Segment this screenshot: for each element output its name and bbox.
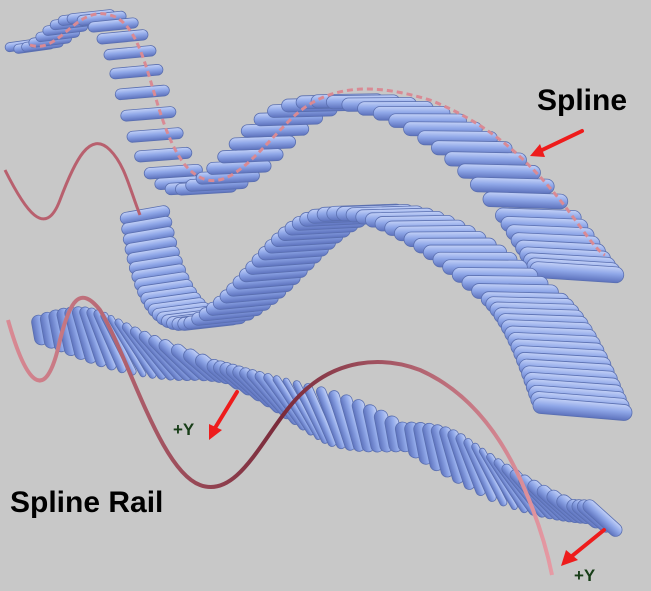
bottom-ribbon: [31, 306, 623, 537]
ribbon-capsule: [120, 106, 177, 122]
ribbon-capsule: [482, 191, 569, 210]
top-spline-curve: [29, 12, 606, 257]
spline-arrow: [530, 129, 584, 157]
ribbon-capsule: [109, 64, 164, 80]
ribbon-capsule: [532, 397, 633, 421]
middle-ribbon: [119, 203, 633, 421]
spline-rail-curve: [6, 295, 554, 576]
ribbon-capsule: [114, 84, 170, 101]
ribbon-capsule: [126, 127, 184, 143]
ribbon-capsule: [87, 17, 139, 33]
ribbon-capsule: [96, 29, 149, 45]
plus-y-label-1: +Y: [173, 420, 195, 439]
ribbon-capsule: [217, 148, 284, 164]
spline-label: Spline: [537, 84, 628, 117]
ribbon-capsule: [582, 499, 623, 537]
plus-y-arrow-1: [209, 390, 239, 440]
plus-y-arrow-2: [561, 528, 606, 566]
ribbon-capsule: [134, 146, 193, 163]
plus-y-label-2: +Y: [574, 566, 596, 585]
ribbon-capsule: [103, 45, 157, 61]
middle-spline-curve: [3, 142, 142, 221]
spline-rail-label: Spline Rail: [10, 486, 164, 519]
